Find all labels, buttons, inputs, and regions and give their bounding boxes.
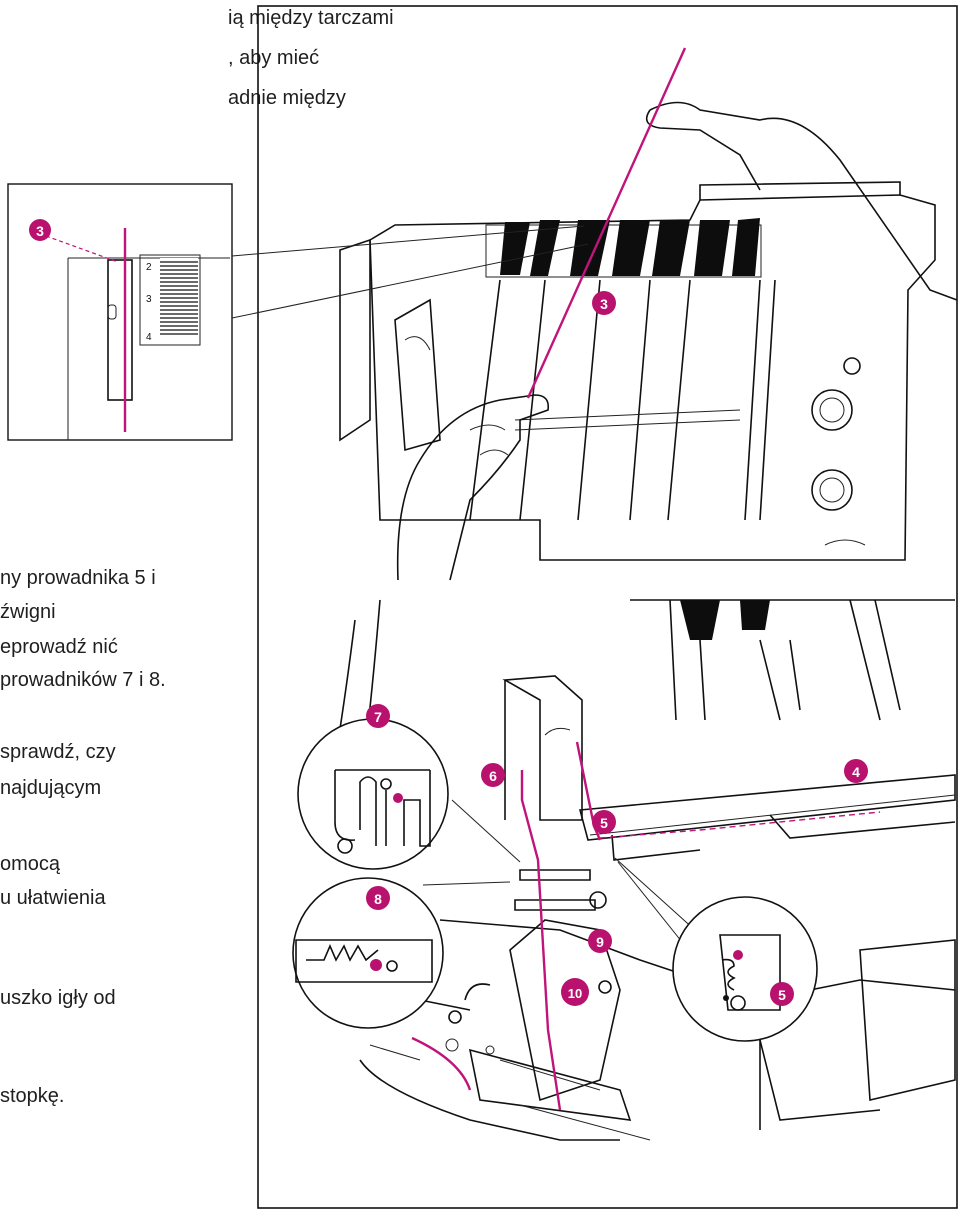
detail-circle-8: 8 [292,877,444,1029]
marker-5 [592,810,616,834]
detail-circle-7: 7 [297,704,449,870]
marker-label: 7 [374,709,382,725]
text-line: ią między tarczami [228,7,394,29]
text-paragraph-3: sprawdź, czy [0,740,116,764]
text-paragraph-6: stopkę. [0,1084,64,1108]
text-paragraph-1b: , aby mieć [228,46,319,70]
top-machine-drawing [339,47,958,581]
marker-8 [366,886,390,910]
text-line: omocą [0,853,61,875]
text-line: , aby mieć [228,47,320,69]
marker-7 [366,704,390,728]
text-line: stopkę. [0,1085,65,1107]
marker-3-inset [29,219,51,241]
text-paragraph-2b: źwigni [0,600,56,624]
inset-scale-stripes [160,258,198,340]
text-paragraph-3b: najdującym [0,776,101,800]
marker-label: 8 [374,891,382,907]
marker-label: 10 [568,986,582,1001]
marker-4 [844,759,868,783]
marker-label: 3 [600,296,608,312]
text-line: u ułatwienia [0,887,106,909]
text-paragraph-2d: prowadników 7 i 8. [0,668,166,692]
text-line: ny prowadnika 5 i [0,567,156,589]
text-line: eprowadź nić [0,636,118,658]
detail-circle-5: 5 [672,896,818,1042]
text-paragraph-5: uszko igły od [0,986,116,1010]
marker-6 [481,763,505,787]
scale-label: 2 [146,262,152,273]
marker-label: 5 [600,815,608,831]
marker-9 [588,929,612,953]
marker-10 [561,978,589,1006]
text-line: najdującym [0,777,102,799]
text-line: źwigni [0,601,56,623]
marker-label: 9 [596,934,604,950]
scale-label: 3 [146,294,152,305]
text-line: prowadników 7 i 8. [0,669,166,691]
illustration-frame [257,5,958,1209]
marker-3-main [592,291,616,315]
scale-label: 4 [146,332,152,343]
text-line: uszko igły od [0,987,116,1009]
marker-5-detail [770,982,794,1006]
bottom-machine-drawing [334,599,956,1141]
marker-label: 4 [852,764,860,780]
text-paragraph-1: ią między tarczami [228,6,394,30]
text-paragraph-4: omocą [0,852,60,876]
text-line: sprawdź, czy [0,741,116,763]
marker-label: 6 [489,768,497,784]
marker-label: 3 [36,223,44,239]
text-paragraph-2c: eprowadź nić [0,635,118,659]
text-paragraph-2: ny prowadnika 5 i [0,566,156,590]
marker-label: 5 [778,987,786,1003]
inset-tension-detail: 2 3 4 3 [7,183,589,441]
text-paragraph-4b: u ułatwienia [0,886,106,910]
